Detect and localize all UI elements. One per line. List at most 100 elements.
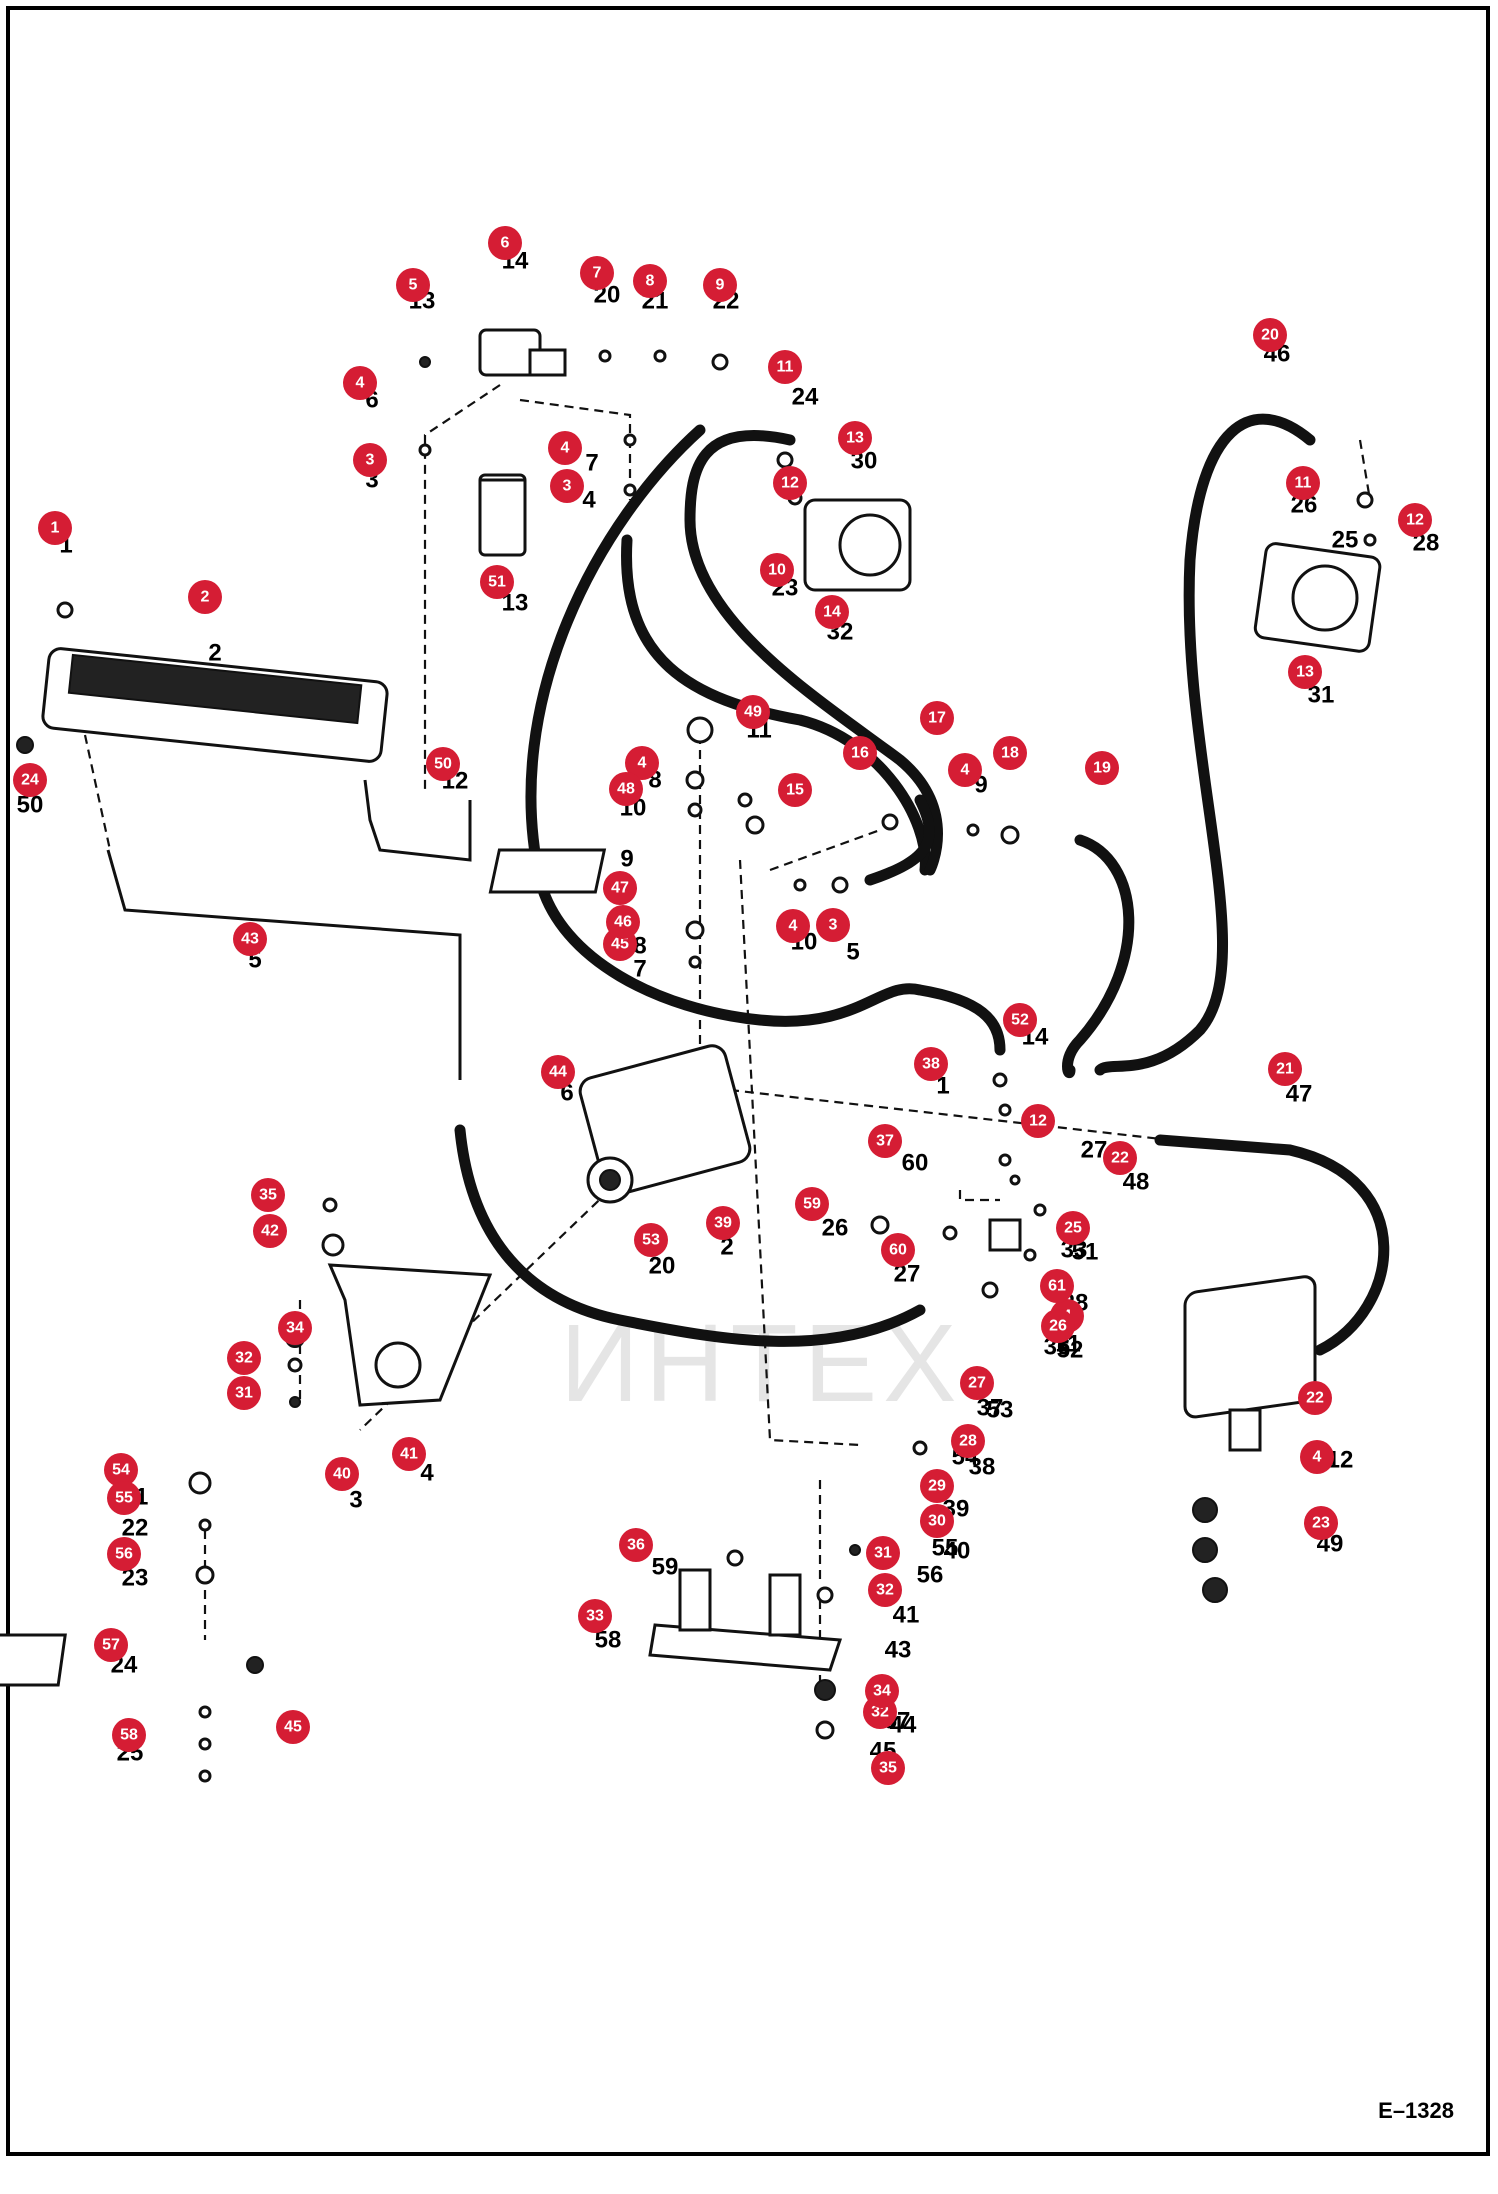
callout-badge[interactable]: 49 [736, 695, 770, 729]
callout-number: 31 [874, 1545, 892, 1562]
callout-circle [920, 1469, 954, 1503]
callout-badge[interactable]: 3 [550, 469, 584, 503]
callout-badge[interactable]: 4 [776, 909, 810, 943]
callout-badge[interactable]: 32 [227, 1341, 261, 1375]
callout-badge[interactable]: 22 [1298, 1381, 1332, 1415]
callout-number: 32 [235, 1350, 253, 1367]
callout-badge[interactable]: 19 [1085, 751, 1119, 785]
callout-badge[interactable]: 26 [1041, 1309, 1075, 1343]
callout-badge[interactable]: 30 [920, 1504, 954, 1538]
callout-badge[interactable]: 42 [253, 1214, 287, 1248]
callout-badge[interactable]: 23 [1304, 1506, 1338, 1540]
callout-badge[interactable]: 31 [227, 1376, 261, 1410]
callout-circle [426, 747, 460, 781]
callout-badge[interactable]: 44 [541, 1055, 575, 1089]
callout-badge[interactable]: 29 [920, 1469, 954, 1503]
manifold-block-icon [988, 1218, 1022, 1252]
callout-badge[interactable]: 27 [960, 1366, 994, 1400]
part-number-label: 60 [902, 1150, 929, 1177]
filter-head-icon [478, 328, 567, 377]
callout-badge[interactable]: 47 [603, 871, 637, 905]
callout-badge[interactable]: 35 [251, 1178, 285, 1212]
callout-badge[interactable]: 43 [233, 922, 267, 956]
callout-badge[interactable]: 6 [488, 226, 522, 260]
callout-number: 24 [21, 772, 39, 789]
callout-badge[interactable]: 53 [634, 1223, 668, 1257]
callout-badge[interactable]: 39 [706, 1206, 740, 1240]
part-number-label: 2 [720, 1234, 733, 1261]
callout-circle [1268, 1052, 1302, 1086]
callout-badge[interactable]: 4 [948, 753, 982, 787]
callout-badge[interactable]: 4 [548, 431, 582, 465]
callout-badge[interactable]: 36 [619, 1528, 653, 1562]
hydraulic-motor-icon [803, 498, 912, 592]
dash-1 [423, 384, 501, 790]
callout-badge[interactable]: 32 [868, 1573, 902, 1607]
callout-badge[interactable]: 31 [866, 1536, 900, 1570]
callout-badge[interactable]: 13 [838, 421, 872, 455]
callout-badge[interactable]: 22 [1103, 1141, 1137, 1175]
callout-badge[interactable]: 14 [815, 595, 849, 629]
callout-badge[interactable]: 11 [1286, 466, 1320, 500]
callout-badge[interactable]: 15 [778, 773, 812, 807]
callout-badge[interactable]: 12 [1398, 503, 1432, 537]
callout-circle [488, 226, 522, 260]
callout-badge[interactable]: 52 [1003, 1003, 1037, 1037]
callout-badge[interactable]: 35 [871, 1751, 905, 1785]
dash-6 [729, 1088, 1171, 1142]
callout-badge[interactable]: 51 [480, 565, 514, 599]
callout-badge[interactable]: 13 [1288, 655, 1322, 689]
callout-badge[interactable]: 34 [278, 1311, 312, 1345]
callout-badge[interactable]: 33 [578, 1599, 612, 1633]
callout-badge[interactable]: 8 [633, 264, 667, 298]
callout-badge[interactable]: 10 [760, 553, 794, 587]
callout-circle [480, 565, 514, 599]
callout-badge[interactable]: 24 [13, 763, 47, 797]
callout-badge[interactable]: 11 [768, 350, 802, 384]
callout-badge[interactable]: 38 [914, 1047, 948, 1081]
callout-badge[interactable]: 2 [188, 580, 222, 614]
callout-circle [578, 1599, 612, 1633]
callout-badge[interactable]: 37 [868, 1124, 902, 1158]
callout-badge[interactable]: 20 [1253, 318, 1287, 352]
callout-badge[interactable]: 59 [795, 1187, 829, 1221]
callout-badge[interactable]: 5 [396, 268, 430, 302]
callout-badge[interactable]: 45 [276, 1710, 310, 1744]
callout-badge[interactable]: 4 [625, 746, 659, 780]
callout-badge[interactable]: 40 [325, 1457, 359, 1491]
callout-badge[interactable]: 3 [816, 908, 850, 942]
callout-badge[interactable]: 60 [881, 1233, 915, 1267]
callout-badge[interactable]: 4 [343, 366, 377, 400]
callout-badge[interactable]: 4 [1300, 1440, 1334, 1474]
callout-badge[interactable]: 12 [773, 466, 807, 500]
callout-badge[interactable]: 12 [1021, 1104, 1055, 1138]
callout-badge[interactable]: 28 [951, 1424, 985, 1458]
callout-badge[interactable]: 55 [107, 1481, 141, 1515]
callout-badge[interactable]: 18 [993, 736, 1027, 770]
callout-circle [13, 763, 47, 797]
callout-badge[interactable]: 34 [865, 1674, 899, 1708]
callout-badge[interactable]: 3 [353, 443, 387, 477]
callout-badge[interactable]: 56 [107, 1537, 141, 1571]
callout-badge[interactable]: 7 [580, 256, 614, 290]
callout-circle [107, 1481, 141, 1515]
callout-number: 12 [1029, 1113, 1047, 1130]
callout-badge[interactable]: 48 [609, 772, 643, 806]
callout-badge[interactable]: 16 [843, 736, 877, 770]
callout-badge[interactable]: 9 [703, 268, 737, 302]
callout-circle [706, 1206, 740, 1240]
callout-badge[interactable]: 50 [426, 747, 460, 781]
callout-badge[interactable]: 57 [94, 1628, 128, 1662]
callout-badge[interactable]: 58 [112, 1718, 146, 1752]
callout-badge[interactable]: 1 [38, 511, 72, 545]
part-number-label: 22 [122, 1515, 149, 1542]
part-number-label: 7 [633, 956, 646, 983]
callout-badge[interactable]: 61 [1040, 1269, 1074, 1303]
callout-badge[interactable]: 17 [920, 701, 954, 735]
callout-badge[interactable]: 46 [606, 905, 640, 939]
hose-10-upper [684, 430, 943, 876]
callout-badge[interactable]: 25 [1056, 1211, 1090, 1245]
callout-badge[interactable]: 21 [1268, 1052, 1302, 1086]
callout-badge[interactable]: 41 [392, 1437, 426, 1471]
callout-badge[interactable]: 54 [104, 1453, 138, 1487]
